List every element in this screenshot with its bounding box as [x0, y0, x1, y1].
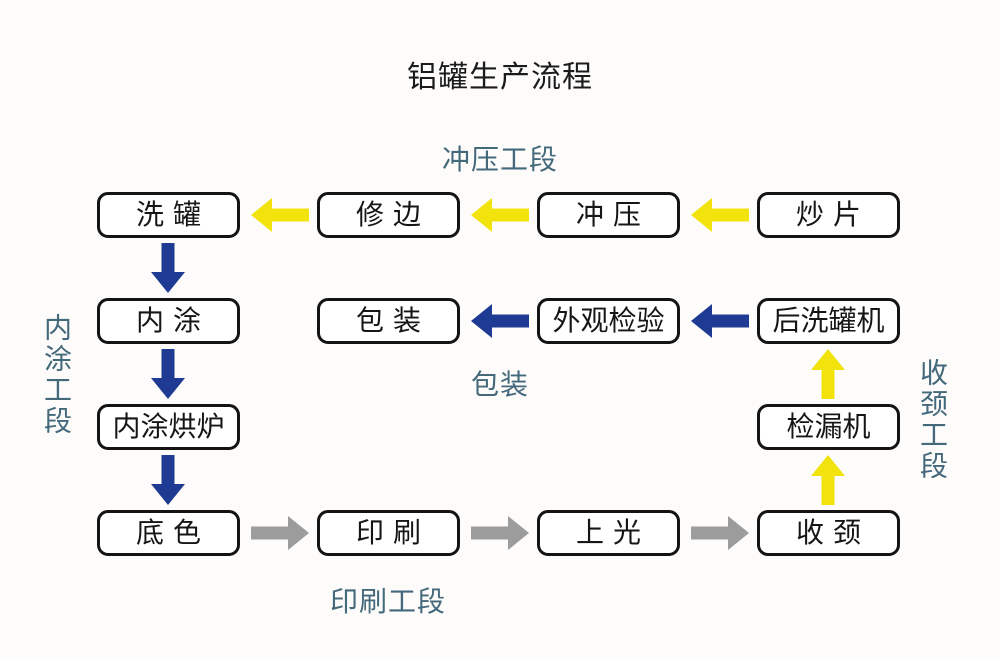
node-label: 内 涂 — [136, 304, 201, 337]
node-base-color: 底 色 — [97, 510, 240, 556]
arrow-shape — [811, 455, 845, 505]
arrow-leaktest-to-postwash-up-icon — [811, 349, 845, 399]
node-label: 后洗罐机 — [772, 304, 885, 337]
node-label: 上 光 — [576, 516, 641, 549]
node-label: 内涂烘炉 — [112, 410, 225, 443]
node-inner-coat-oven: 内涂烘炉 — [97, 404, 240, 450]
arrow-shape — [471, 198, 529, 232]
node-post-wash-machine: 后洗罐机 — [757, 298, 900, 344]
node-label: 检漏机 — [786, 410, 871, 443]
node-varnishing: 上 光 — [537, 510, 680, 556]
arrow-shape — [151, 455, 185, 505]
node-label: 炒 片 — [796, 198, 861, 231]
node-visual-inspection: 外观检验 — [537, 298, 680, 344]
node-packing: 包 装 — [317, 298, 460, 344]
node-wash-can: 洗 罐 — [97, 192, 240, 238]
arrow-postwash-to-inspect-left-icon — [691, 304, 749, 338]
node-label: 收 颈 — [796, 516, 861, 549]
node-stamping: 冲 压 — [537, 192, 680, 238]
node-fry-sheet: 炒 片 — [757, 192, 900, 238]
section-label-inner-coating: 内涂工段 — [40, 313, 73, 437]
section-label-packing: 包装 — [470, 368, 529, 401]
arrow-stamp-to-trim-left-icon — [471, 198, 529, 232]
arrow-varnish-to-neck-right-icon — [691, 516, 749, 550]
arrow-shape — [691, 304, 749, 338]
arrow-shape — [691, 198, 749, 232]
node-label: 洗 罐 — [136, 198, 201, 231]
section-label-stamping: 冲压工段 — [441, 143, 558, 176]
arrow-shape — [151, 349, 185, 399]
arrow-wash-to-innercoat-down-icon — [151, 243, 185, 293]
node-inner-coat: 内 涂 — [97, 298, 240, 344]
node-trim-edge: 修 边 — [317, 192, 460, 238]
node-label: 包 装 — [356, 304, 421, 337]
arrow-print-to-varnish-right-icon — [471, 516, 529, 550]
node-label: 修 边 — [356, 198, 421, 231]
node-label: 外观检验 — [552, 304, 665, 337]
arrow-inspect-to-pack-left-icon — [471, 304, 529, 338]
node-label: 冲 压 — [576, 198, 641, 231]
arrow-trim-to-wash-left-icon — [251, 198, 309, 232]
diagram-title: 铝罐生产流程 — [407, 60, 593, 95]
arrow-shape — [151, 243, 185, 293]
arrow-fry-to-stamp-left-icon — [691, 198, 749, 232]
node-label: 印 刷 — [356, 516, 421, 549]
section-label-necking: 收颈工段 — [916, 358, 949, 482]
arrow-shape — [811, 349, 845, 399]
node-leak-tester: 检漏机 — [757, 404, 900, 450]
arrow-basecolor-to-print-right-icon — [251, 516, 309, 550]
section-label-printing: 印刷工段 — [330, 585, 447, 618]
node-necking: 收 颈 — [757, 510, 900, 556]
arrow-innercoat-to-oven-down-icon — [151, 349, 185, 399]
arrow-shape — [471, 516, 529, 550]
arrow-shape — [691, 516, 749, 550]
arrow-shape — [251, 516, 309, 550]
arrow-shape — [251, 198, 309, 232]
node-label: 底 色 — [136, 516, 201, 549]
arrow-oven-to-basecolor-down-icon — [151, 455, 185, 505]
arrow-neck-to-leaktest-up-icon — [811, 455, 845, 505]
node-printing: 印 刷 — [317, 510, 460, 556]
arrow-shape — [471, 304, 529, 338]
